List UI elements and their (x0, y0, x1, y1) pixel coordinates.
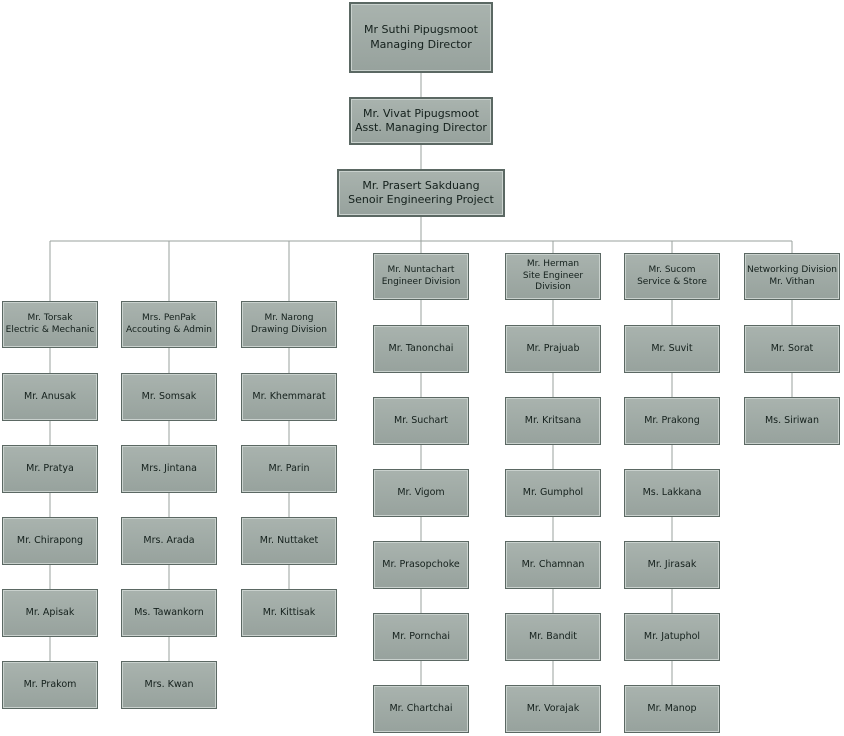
member-box: Mrs. Arada (121, 517, 217, 565)
member-box: Mr. Jirasak (624, 541, 720, 589)
member-box: Mr. Kittisak (241, 589, 337, 637)
member-box: Mr. Manop (624, 685, 720, 733)
member-box: Mr. Gumphol (505, 469, 601, 517)
division-head-box: Mr. Sucom Service & Store (624, 253, 720, 300)
member-box: Mr. Prajuab (505, 325, 601, 373)
member-box: Mr. Pratya (2, 445, 98, 493)
member-box: Mr. Chamnan (505, 541, 601, 589)
member-box: Mr. Jatuphol (624, 613, 720, 661)
member-box: Mr. Apisak (2, 589, 98, 637)
member-box: Mr. Tanonchai (373, 325, 469, 373)
member-box: Mr. Prakom (2, 661, 98, 709)
division-head-box: Mr. Herman Site Engineer Division (505, 253, 601, 300)
member-box: Mr. Pornchai (373, 613, 469, 661)
member-box: Mrs. Kwan (121, 661, 217, 709)
member-box: Mr. Anusak (2, 373, 98, 421)
member-box: Mr. Kritsana (505, 397, 601, 445)
member-box: Mr. Prasopchoke (373, 541, 469, 589)
asst-managing-director-box: Mr. Vivat Pipugsmoot Asst. Managing Dire… (349, 97, 493, 145)
member-box: Mr. Khemmarat (241, 373, 337, 421)
member-box: Mr. Bandit (505, 613, 601, 661)
member-box: Mr. Vigom (373, 469, 469, 517)
senior-engineering-project-box: Mr. Prasert Sakduang Senoir Engineering … (337, 169, 505, 217)
member-box: Mr. Sorat (744, 325, 840, 373)
division-head-box: Mr. Narong Drawing Division (241, 301, 337, 348)
division-head-box: Networking Division Mr. Vithan (744, 253, 840, 300)
member-box: Mr. Vorajak (505, 685, 601, 733)
member-box: Mr. Suvit (624, 325, 720, 373)
member-box: Mr. Chirapong (2, 517, 98, 565)
member-box: Mr. Parin (241, 445, 337, 493)
member-box: Mrs. Jintana (121, 445, 217, 493)
member-box: Ms. Siriwan (744, 397, 840, 445)
member-box: Ms. Tawankorn (121, 589, 217, 637)
division-head-box: Mr. Nuntachart Engineer Division (373, 253, 469, 300)
member-box: Mr. Suchart (373, 397, 469, 445)
division-head-box: Mr. Torsak Electric & Mechanic (2, 301, 98, 348)
member-box: Mr. Chartchai (373, 685, 469, 733)
member-box: Ms. Lakkana (624, 469, 720, 517)
member-box: Mr. Nuttaket (241, 517, 337, 565)
managing-director-box: Mr Suthi Pipugsmoot Managing Director (349, 2, 493, 73)
division-head-box: Mrs. PenPak Accouting & Admin (121, 301, 217, 348)
member-box: Mr. Prakong (624, 397, 720, 445)
member-box: Mr. Somsak (121, 373, 217, 421)
